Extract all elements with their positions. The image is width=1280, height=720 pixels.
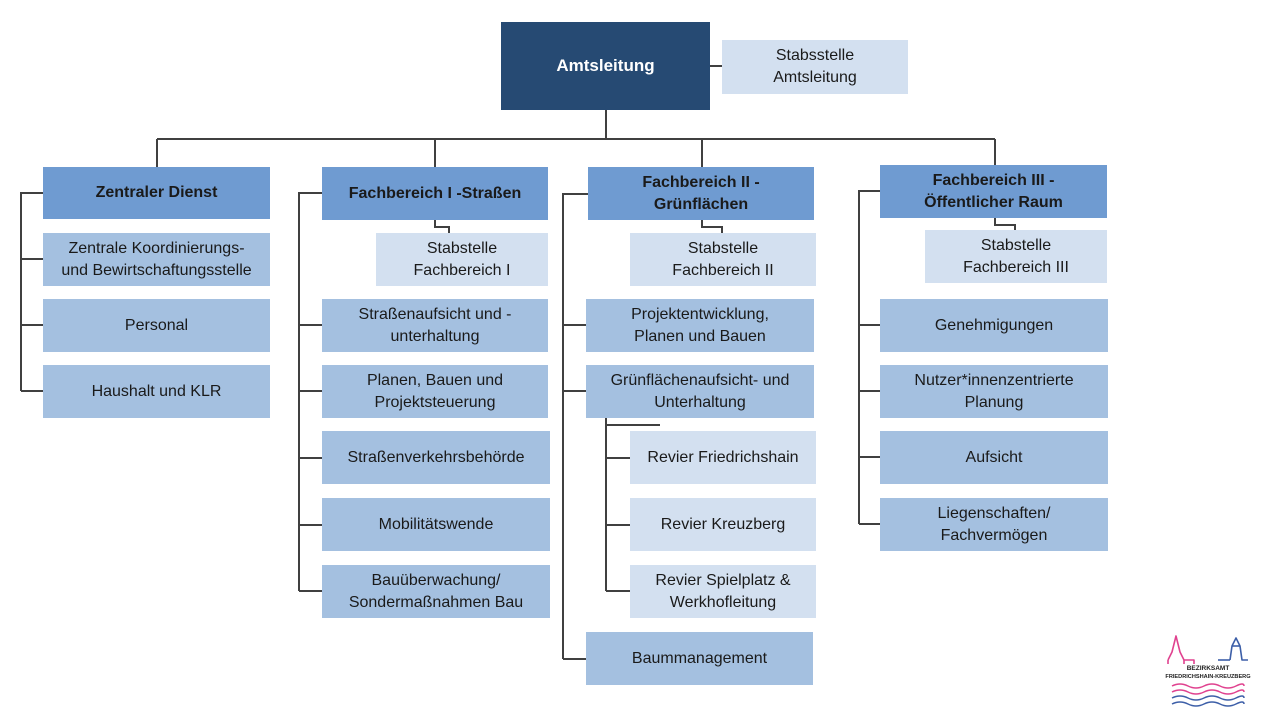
fb1-staff-box: Stabstelle Fachbereich I bbox=[376, 233, 548, 286]
fachbereich-2-label: Fachbereich II - Grünflächen bbox=[642, 173, 760, 213]
fb1-unit-label: Straßenverkehrsbehörde bbox=[347, 448, 525, 466]
fb3-staff-box: Stabstelle Fachbereich III bbox=[925, 230, 1107, 283]
zd-unit-box: Personal bbox=[43, 299, 270, 352]
fachbereich-1-box: Fachbereich I -Straßen bbox=[322, 167, 548, 220]
fb1-unit-box: Straßenverkehrsbehörde bbox=[322, 431, 550, 484]
fb1-unit-box: Mobilitätswende bbox=[322, 498, 550, 551]
fb2-staff-label: Stabstelle Fachbereich II bbox=[672, 239, 774, 279]
bezirksamt-logo: BEZIRKSAMT FRIEDRICHSHAIN-KREUZBERG bbox=[1165, 635, 1251, 707]
fb2-unit-box: Baummanagement bbox=[586, 632, 813, 685]
amtsleitung-box: Amtsleitung bbox=[501, 22, 710, 110]
fb2-subunit-box: Revier Kreuzberg bbox=[630, 498, 816, 551]
fb3-unit-box: Aufsicht bbox=[880, 431, 1108, 484]
fb2-unit-label: Grünflächenaufsicht- und Unterhaltung bbox=[610, 371, 790, 411]
fb3-unit-box: Liegenschaften/ Fachvermögen bbox=[880, 498, 1108, 551]
fb2-subunit-box: Revier Friedrichshain bbox=[630, 431, 816, 484]
fb2-staff-box: Stabstelle Fachbereich II bbox=[630, 233, 816, 286]
fachbereich-1-label: Fachbereich I -Straßen bbox=[348, 184, 522, 202]
fb1-staff-label: Stabstelle Fachbereich I bbox=[413, 239, 511, 279]
fachbereich-3-label: Fachbereich III - Öffentlicher Raum bbox=[924, 171, 1063, 211]
zd-unit-label: Haushalt und KLR bbox=[91, 382, 222, 400]
fb3-unit-label: Liegenschaften/ Fachvermögen bbox=[937, 504, 1051, 544]
fachbereich-3-box: Fachbereich III - Öffentlicher Raum bbox=[880, 165, 1107, 218]
logo-line-2: FRIEDRICHSHAIN-KREUZBERG bbox=[1165, 674, 1250, 680]
fb3-staff-label: Stabstelle Fachbereich III bbox=[963, 236, 1069, 276]
fb2-unit-label: Projektentwicklung, Planen und Bauen bbox=[631, 305, 769, 345]
fb3-unit-label: Aufsicht bbox=[965, 448, 1023, 466]
fb2-unit-box: Grünflächenaufsicht- und Unterhaltung bbox=[586, 365, 814, 418]
zentraler-dienst-label: Zentraler Dienst bbox=[95, 184, 218, 202]
fb2-subunit-box: Revier Spielplatz & Werkhofleitung bbox=[630, 565, 816, 618]
fb2-subunit-label: Revier Friedrichshain bbox=[647, 448, 799, 466]
zd-unit-box: Haushalt und KLR bbox=[43, 365, 270, 418]
fb3-unit-label: Nutzer*innenzentrierte Planung bbox=[914, 371, 1074, 411]
fb2-unit-label: Baummanagement bbox=[631, 649, 768, 667]
fb2-subunit-label: Revier Spielplatz & Werkhofleitung bbox=[655, 571, 791, 611]
fb2-unit-box: Projektentwicklung, Planen und Bauen bbox=[586, 299, 814, 352]
fb1-unit-box: Planen, Bauen und Projektsteuerung bbox=[322, 365, 548, 418]
fb3-unit-box: Nutzer*innenzentrierte Planung bbox=[880, 365, 1108, 418]
zentraler-dienst-box: Zentraler Dienst bbox=[43, 167, 270, 219]
logo-line-1: BEZIRKSAMT bbox=[1187, 665, 1230, 672]
stabsstelle-amtsleitung-box: Stabsstelle Amtsleitung bbox=[722, 40, 908, 94]
fb2-subunit-label: Revier Kreuzberg bbox=[660, 515, 786, 533]
fb1-unit-box: Bauüberwachung/ Sondermaßnahmen Bau bbox=[322, 565, 550, 618]
fb1-unit-label: Straßenaufsicht und - unterhaltung bbox=[358, 305, 512, 345]
zd-unit-box: Zentrale Koordinierungs- und Bewirtschaf… bbox=[43, 233, 270, 286]
fachbereich-2-box: Fachbereich II - Grünflächen bbox=[588, 167, 814, 220]
fb1-unit-label: Bauüberwachung/ Sondermaßnahmen Bau bbox=[348, 571, 524, 611]
zd-unit-label: Zentrale Koordinierungs- und Bewirtschaf… bbox=[61, 239, 252, 279]
fb1-unit-box: Straßenaufsicht und - unterhaltung bbox=[322, 299, 548, 352]
fb3-unit-label: Genehmigungen bbox=[934, 316, 1054, 334]
zd-unit-label: Personal bbox=[124, 316, 189, 334]
stabsstelle-amtsleitung-label: Stabsstelle Amtsleitung bbox=[773, 47, 857, 86]
fb3-unit-box: Genehmigungen bbox=[880, 299, 1108, 352]
fb1-unit-label: Planen, Bauen und Projektsteuerung bbox=[366, 371, 504, 411]
amtsleitung-label: Amtsleitung bbox=[556, 55, 655, 75]
fb1-unit-label: Mobilitätswende bbox=[378, 515, 494, 533]
